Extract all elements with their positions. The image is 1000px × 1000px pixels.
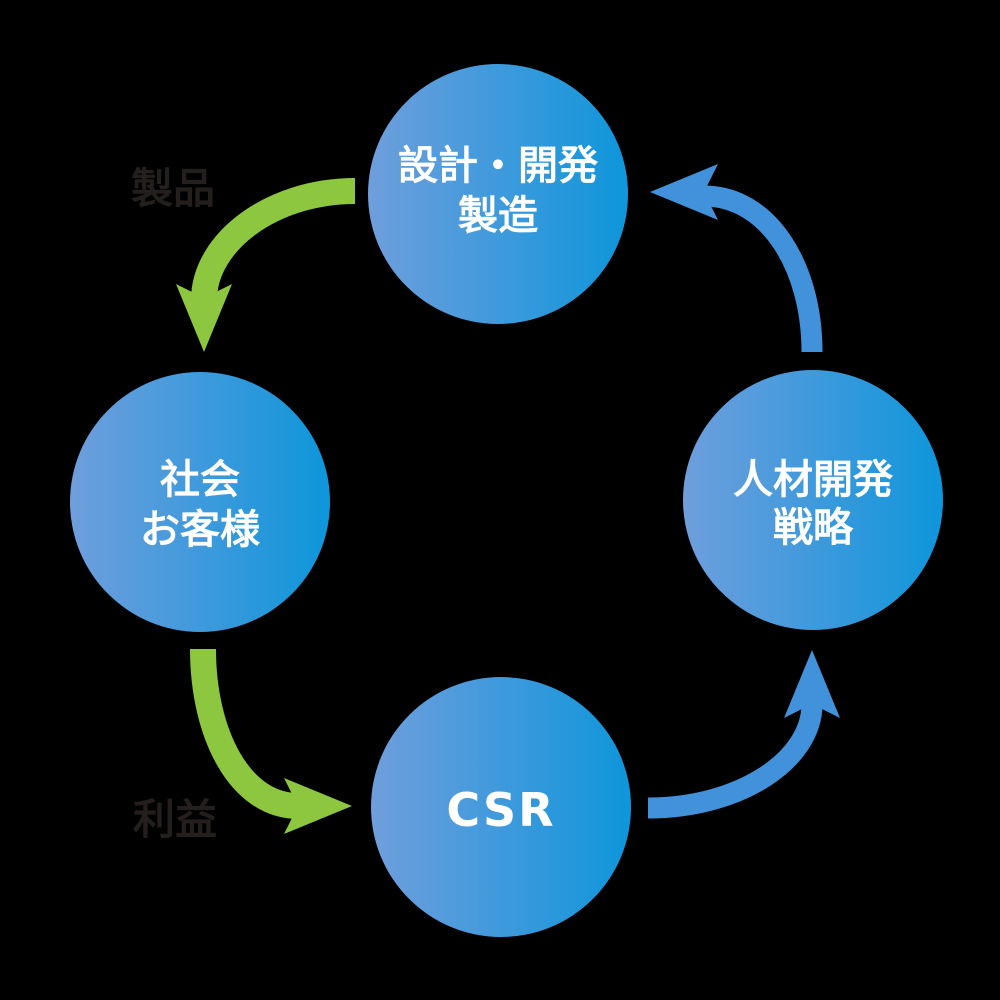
edge-label-product: 製品 <box>131 164 215 213</box>
node-hr-development-label-line2: 戦略 <box>773 505 854 551</box>
node-design-manufacturing-circle <box>368 64 628 324</box>
curved-arrow-product <box>176 178 356 352</box>
node-society-customers-label-line2: お客様 <box>140 507 261 553</box>
arrow-profit-curve <box>190 648 299 819</box>
node-design-manufacturing-label-line1: 設計・開発 <box>398 143 599 189</box>
arrow-hr-to-design-head-icon <box>650 164 718 220</box>
node-society-customers-label-line1: 社会 <box>160 457 240 503</box>
node-design-manufacturing: 設計・開発 製造 <box>368 64 628 324</box>
node-design-manufacturing-label-line2: 製造 <box>458 193 538 239</box>
node-csr-label: CSR <box>446 783 555 837</box>
arrow-csr-to-hr-curve <box>647 703 823 819</box>
node-hr-development-label-line1: 人材開発 <box>733 457 894 503</box>
node-csr-circle <box>371 677 631 937</box>
arrow-product-curve <box>191 178 356 301</box>
node-society-customers: 社会 お客様 <box>70 372 330 632</box>
curved-arrow-hr-to-design <box>650 164 823 353</box>
node-hr-development: 人材開発 戦略 <box>683 370 943 630</box>
arrow-profit-head-icon <box>284 778 352 834</box>
arrow-csr-to-hr-head-icon <box>784 650 840 718</box>
curved-arrow-csr-to-hr <box>647 650 840 819</box>
edge-label-profit: 利益 <box>133 795 217 844</box>
node-csr: CSR <box>371 677 631 937</box>
node-hr-development-circle <box>683 370 943 630</box>
arrow-hr-to-design-curve <box>703 185 823 353</box>
curved-arrow-profit <box>190 648 352 834</box>
node-society-customers-circle <box>70 372 330 632</box>
arrow-product-head-icon <box>176 284 232 352</box>
